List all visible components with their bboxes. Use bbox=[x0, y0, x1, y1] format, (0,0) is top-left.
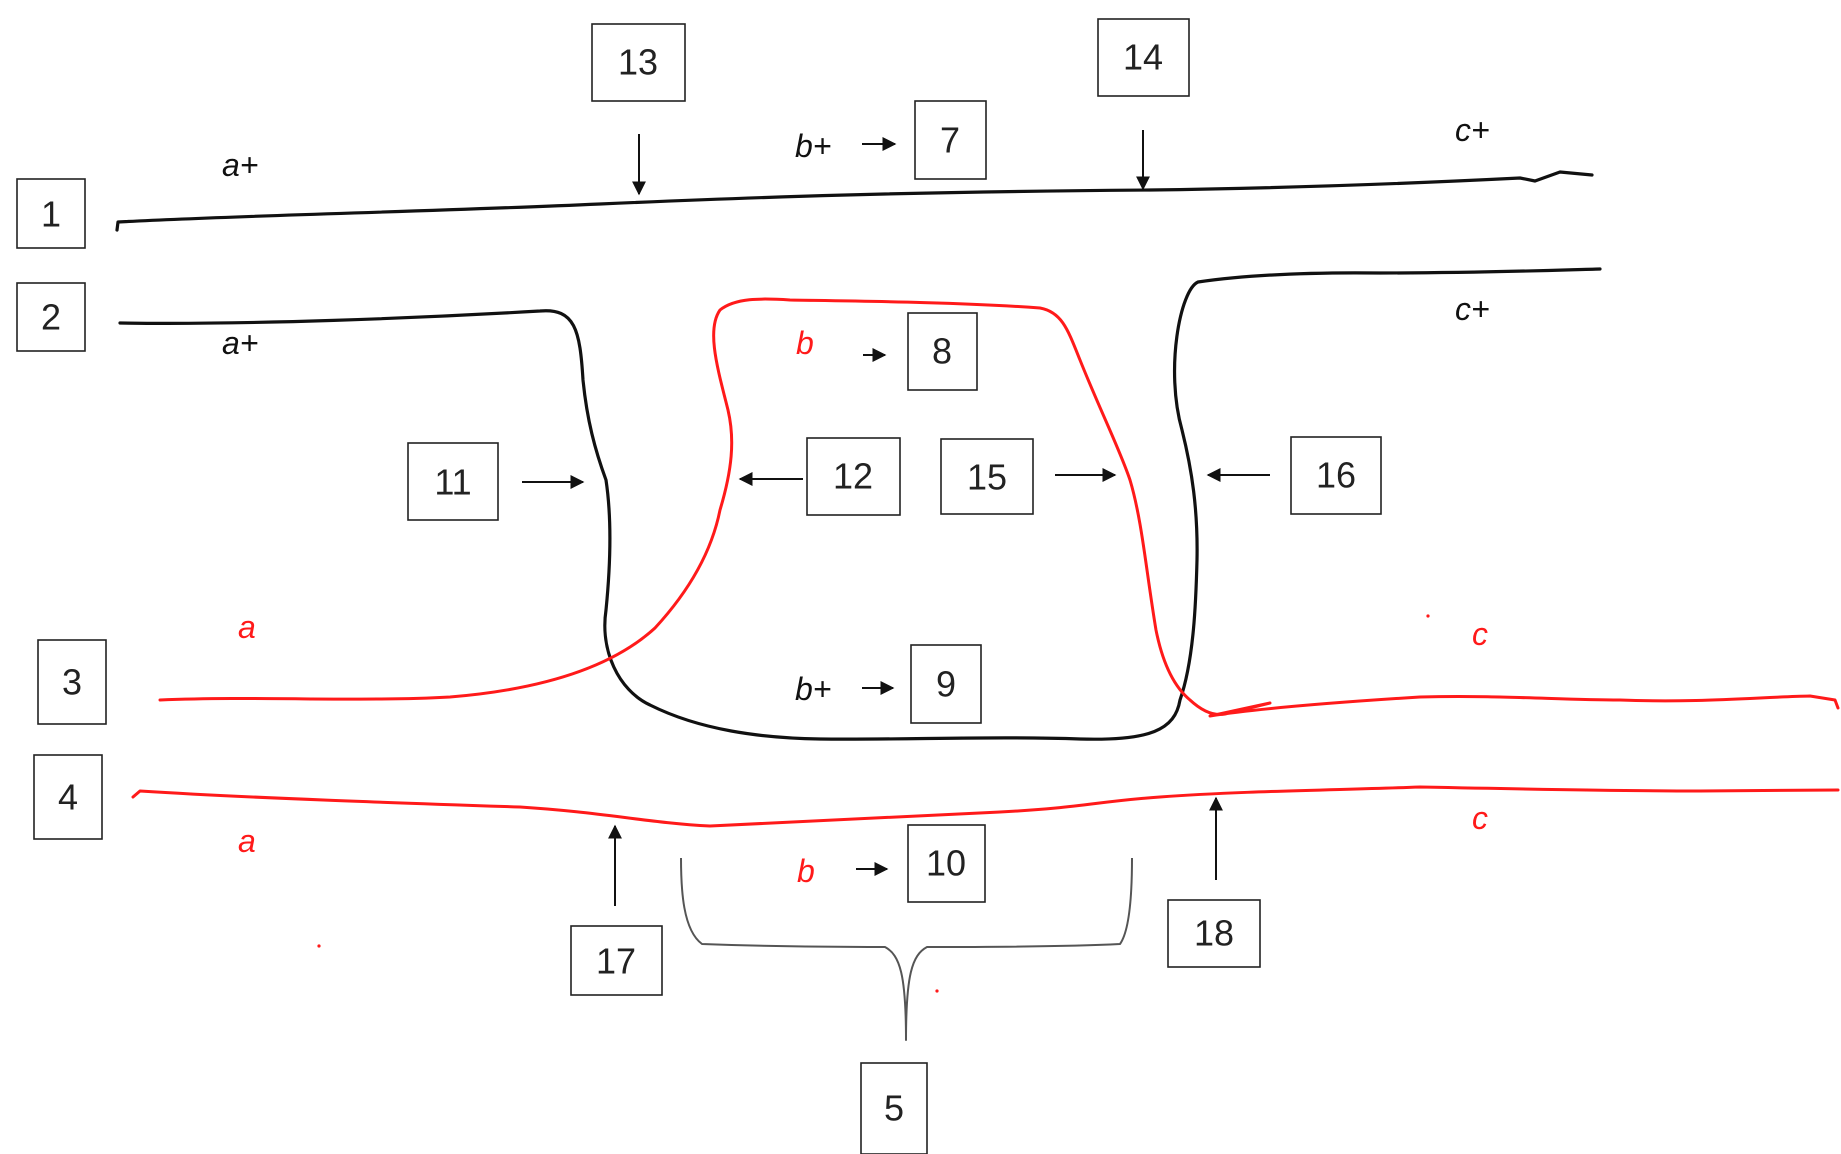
allele-strand2-left: a+ bbox=[222, 325, 258, 361]
label-box-13: 13 bbox=[591, 23, 686, 102]
label-box-2: 2 bbox=[16, 282, 86, 352]
allele-strand4-left: a bbox=[238, 823, 256, 859]
label-box-7: 7 bbox=[914, 100, 987, 180]
label-18: 18 bbox=[1194, 913, 1234, 954]
label-16: 16 bbox=[1316, 455, 1356, 496]
label-box-1: 1 bbox=[16, 178, 86, 249]
label-5: 5 bbox=[884, 1088, 904, 1129]
label-box-14: 14 bbox=[1097, 18, 1190, 97]
allele-strand4-mid: b bbox=[797, 853, 815, 889]
label-1: 1 bbox=[41, 194, 61, 235]
allele-strand3-left: a bbox=[238, 609, 256, 645]
label-box-12: 12 bbox=[806, 437, 901, 516]
speck-dot bbox=[317, 944, 321, 948]
label-box-3: 3 bbox=[37, 639, 107, 725]
label-8: 8 bbox=[932, 331, 952, 372]
label-box-4: 4 bbox=[33, 754, 103, 840]
label-17: 17 bbox=[596, 941, 636, 982]
speck-dot bbox=[1426, 614, 1430, 618]
label-box-15: 15 bbox=[940, 438, 1034, 515]
allele-strand1-mid: b+ bbox=[795, 128, 831, 164]
label-14: 14 bbox=[1123, 37, 1163, 78]
label-11: 11 bbox=[434, 462, 471, 503]
allele-strand2-right: c+ bbox=[1455, 291, 1490, 327]
allele-strand3-right: c bbox=[1472, 616, 1488, 652]
allele-strand1-left: a+ bbox=[222, 147, 258, 183]
label-box-16: 16 bbox=[1290, 436, 1382, 515]
label-box-9: 9 bbox=[910, 644, 982, 724]
label-2: 2 bbox=[41, 297, 61, 338]
label-box-5: 5 bbox=[860, 1062, 928, 1154]
allele-loop-black: b+ bbox=[795, 671, 831, 707]
strand-2-line bbox=[118, 267, 1602, 741]
label-12: 12 bbox=[833, 456, 873, 497]
label-9: 9 bbox=[936, 664, 956, 705]
speck-dot bbox=[935, 989, 939, 993]
label-13: 13 bbox=[618, 42, 658, 83]
label-3: 3 bbox=[62, 662, 82, 703]
label-15: 15 bbox=[967, 457, 1007, 498]
label-box-11: 11 bbox=[407, 442, 499, 521]
label-10: 10 bbox=[926, 843, 966, 884]
label-box-8: 8 bbox=[907, 312, 978, 391]
strand-3-line bbox=[158, 297, 1840, 718]
label-box-17: 17 bbox=[570, 925, 663, 996]
allele-strand4-right: c bbox=[1472, 800, 1488, 836]
allele-strand1-right: c+ bbox=[1455, 112, 1490, 148]
region-5-brace bbox=[680, 857, 1133, 1041]
label-4: 4 bbox=[58, 777, 78, 818]
label-7: 7 bbox=[940, 120, 960, 161]
strand-1-line bbox=[115, 170, 1594, 232]
label-box-18: 18 bbox=[1167, 899, 1261, 968]
strand-4-line bbox=[131, 785, 1840, 828]
label-box-10: 10 bbox=[907, 824, 986, 903]
allele-loop-red: b bbox=[796, 325, 814, 361]
